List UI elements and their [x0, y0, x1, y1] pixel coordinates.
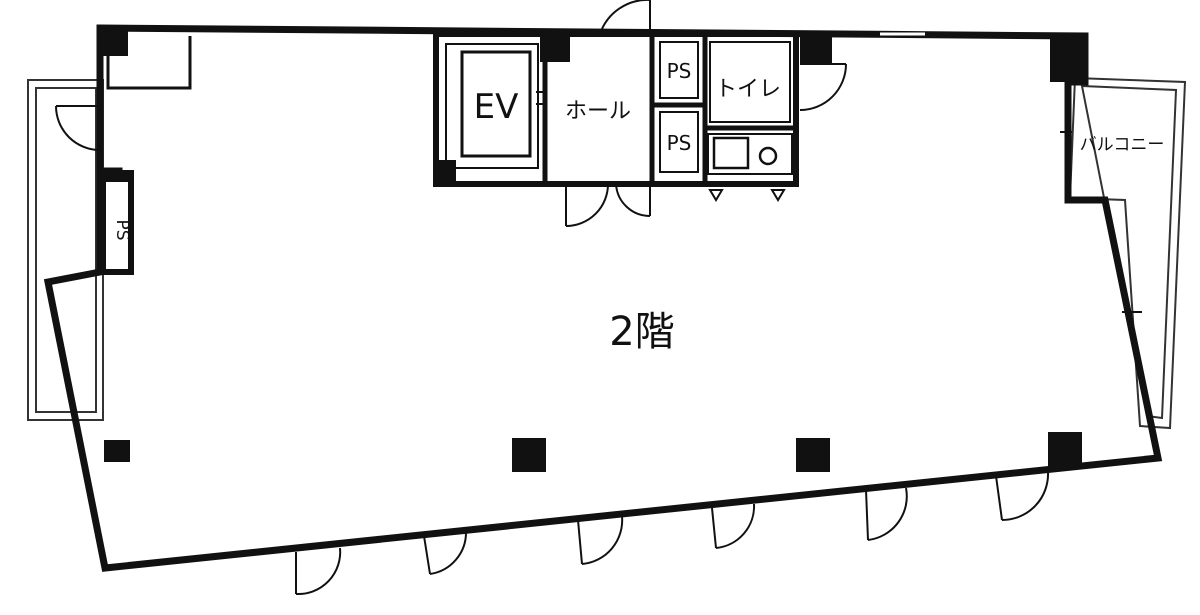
door-top-hall: [599, 0, 651, 35]
ps-lower-label: PS: [667, 131, 692, 155]
doors: [55, 0, 1142, 596]
door-ev: [536, 91, 546, 105]
ps-upper: PS: [659, 41, 699, 99]
toilet: トイレ: [709, 41, 791, 123]
column-2: [512, 438, 546, 472]
ps-lower: PS: [659, 111, 699, 173]
columns: [104, 432, 1082, 472]
core-block: [433, 31, 1084, 187]
door-bottom-5: [865, 487, 908, 541]
elevator: EV: [445, 43, 539, 169]
door-hall-bottom-right: [615, 183, 651, 218]
toilet-bowl-icon: [758, 146, 778, 166]
floor-label: 2階: [609, 309, 674, 355]
column-1: [104, 440, 130, 462]
ps-left-label: PS: [112, 219, 132, 240]
door-bottom-2: [423, 531, 468, 575]
right-balcony-rail: [1068, 76, 1187, 430]
door-toilet-right: [799, 63, 847, 111]
top-left-closet: [100, 30, 192, 90]
column-4: [1048, 432, 1082, 466]
exterior-wall: [43, 24, 1163, 572]
toilet-fixtures: [707, 133, 793, 175]
door-bottom-1: [295, 547, 342, 596]
door-bottom-3: [577, 515, 624, 565]
balcony-label: バルコニー: [1080, 135, 1165, 155]
toilet-label: トイレ: [715, 77, 781, 102]
elevator-label: EV: [474, 87, 519, 127]
door-bottom-6: [995, 471, 1050, 522]
column-3: [796, 438, 830, 472]
door-bottom-4: [711, 503, 756, 549]
toilet-vents: [708, 189, 786, 202]
door-left-balcony: [55, 105, 101, 151]
ps-left: PS: [100, 170, 134, 275]
door-hall-bottom-left: [565, 183, 609, 227]
hall-label: ホール: [565, 99, 631, 124]
ps-upper-label: PS: [667, 59, 692, 83]
